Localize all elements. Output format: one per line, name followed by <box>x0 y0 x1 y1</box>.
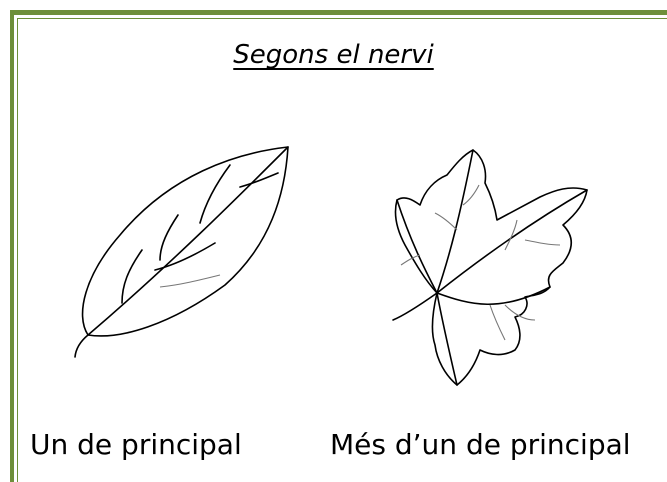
caption-maple-leaf: Més d’un de principal <box>330 428 631 461</box>
maple-leaf-icon <box>392 149 588 386</box>
caption-simple-leaf: Un de principal <box>30 428 242 461</box>
simple-leaf-icon <box>74 146 289 358</box>
frame-border-left-inner <box>17 18 18 482</box>
frame-border-top-inner <box>17 18 667 19</box>
frame-border-left <box>10 10 14 482</box>
frame-border-top <box>10 10 667 15</box>
page-title: Segons el nervi <box>233 40 434 70</box>
